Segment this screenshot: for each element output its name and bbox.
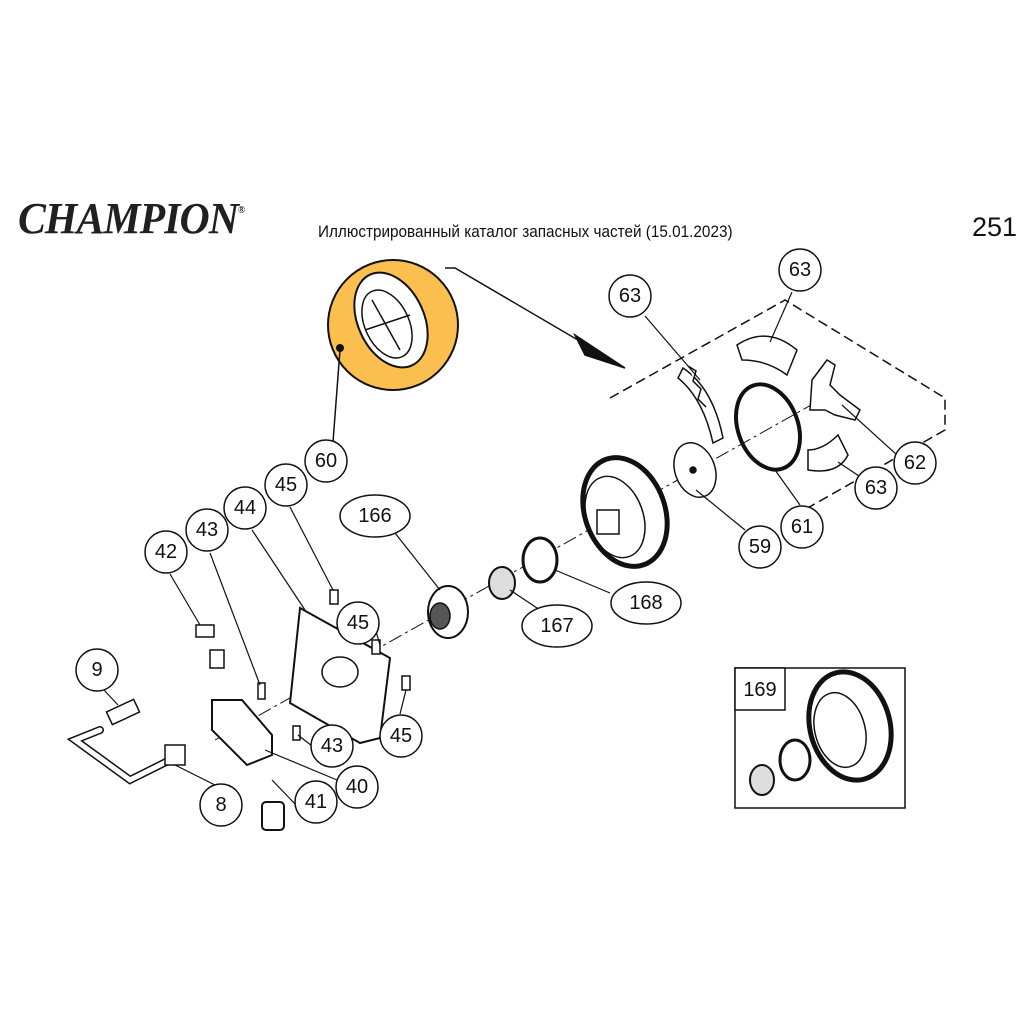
callout-166: 166 — [358, 505, 391, 527]
clutch-shoe-63-left — [677, 365, 724, 445]
callout-42: 42 — [155, 541, 177, 563]
oil-pump-40 — [211, 699, 273, 767]
callout-59: 59 — [749, 536, 771, 558]
spring-61 — [734, 382, 802, 472]
callout-167: 167 — [540, 615, 573, 637]
brand-text: CHAMPION — [18, 194, 239, 243]
leader-lines — [103, 291, 898, 806]
callout-8: 8 — [215, 794, 226, 816]
part-60-highlight — [327, 259, 459, 443]
needle-bearing-167 — [488, 566, 516, 600]
fitting-9 — [105, 698, 141, 726]
washer-166 — [427, 585, 469, 639]
fitting-8 — [164, 744, 186, 766]
registered-mark: ® — [238, 205, 245, 216]
arrow-line — [445, 267, 613, 361]
arrow-head — [573, 332, 626, 369]
callout-168: 168 — [629, 592, 662, 614]
bushing-41 — [261, 801, 285, 831]
callout-43: 43 — [321, 735, 343, 757]
callout-63: 63 — [789, 259, 811, 281]
clutch-shoe-63-top — [736, 335, 798, 377]
callout-41: 41 — [305, 791, 327, 813]
callout-60: 60 — [315, 450, 337, 472]
sprocket-168 — [521, 536, 559, 584]
callout-43: 43 — [196, 519, 218, 541]
callout-63: 63 — [865, 477, 887, 499]
callout-45: 45 — [347, 612, 369, 634]
callout-63: 63 — [619, 285, 641, 307]
catalog-title: Иллюстрированный каталог запасных частей… — [318, 222, 733, 241]
clutch-shoe-63-bottom — [807, 433, 849, 472]
callout-45: 45 — [275, 474, 297, 496]
callout-44: 44 — [234, 497, 256, 519]
assembly-axis — [214, 399, 821, 741]
callout-45: 45 — [390, 725, 412, 747]
fitting-42 — [195, 624, 215, 638]
clutch-drum — [580, 455, 670, 569]
page-number: 251 — [972, 212, 1018, 242]
champion-logo: CHAMPION® — [18, 193, 245, 244]
callout-169: 169 — [743, 679, 776, 701]
inset-kit-169 — [734, 667, 906, 809]
callout-40: 40 — [346, 776, 368, 798]
callout-61: 61 — [791, 516, 813, 538]
clutch-hub-62 — [809, 358, 861, 421]
callout-62: 62 — [904, 452, 926, 474]
callouts — [75, 248, 937, 827]
callout-9: 9 — [91, 659, 102, 681]
